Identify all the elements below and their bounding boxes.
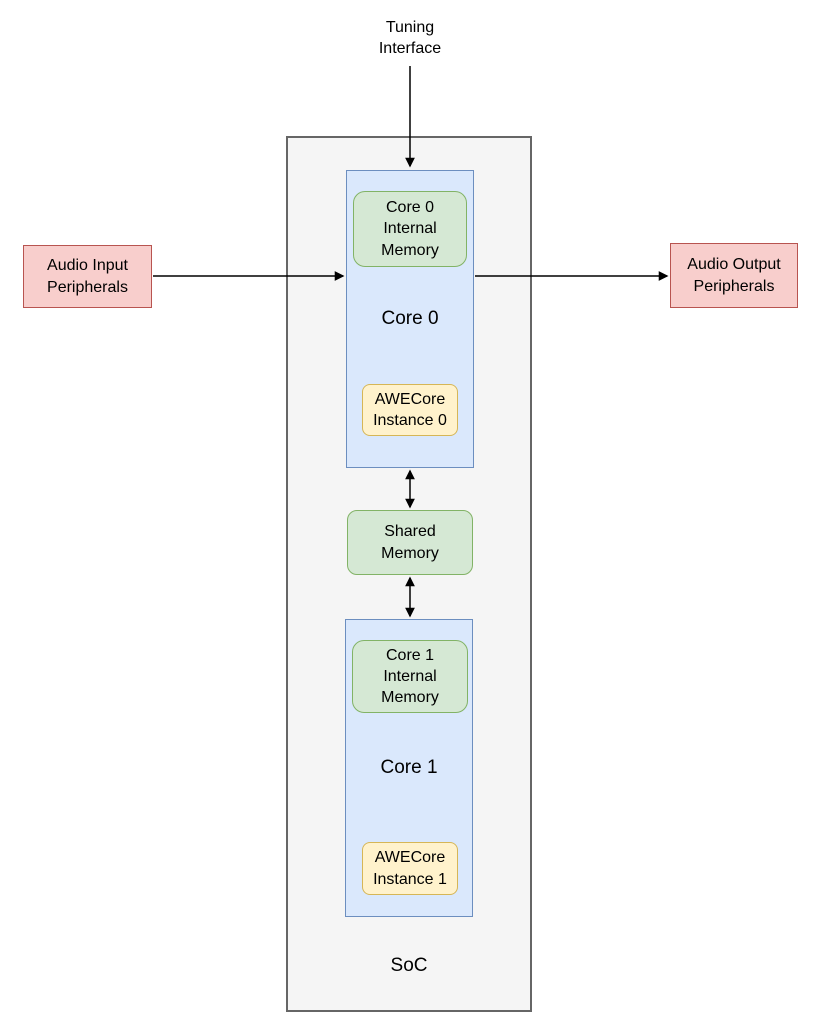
core1-internal-memory: Core 1 Internal Memory bbox=[352, 640, 468, 713]
audio-output-peripherals: Audio Output Peripherals bbox=[670, 243, 798, 308]
tuning-interface-label: Tuning Interface bbox=[378, 18, 442, 57]
core0-internal-memory: Core 0 Internal Memory bbox=[353, 191, 467, 267]
soc-label: SoC bbox=[390, 955, 428, 977]
awecore-instance-0: AWECore Instance 0 bbox=[362, 384, 458, 436]
core1-label: Core 1 bbox=[380, 757, 438, 779]
awecore-instance-1: AWECore Instance 1 bbox=[362, 842, 458, 895]
core0-label: Core 0 bbox=[381, 308, 439, 330]
shared-memory: Shared Memory bbox=[347, 510, 473, 575]
audio-input-peripherals: Audio Input Peripherals bbox=[23, 245, 152, 308]
